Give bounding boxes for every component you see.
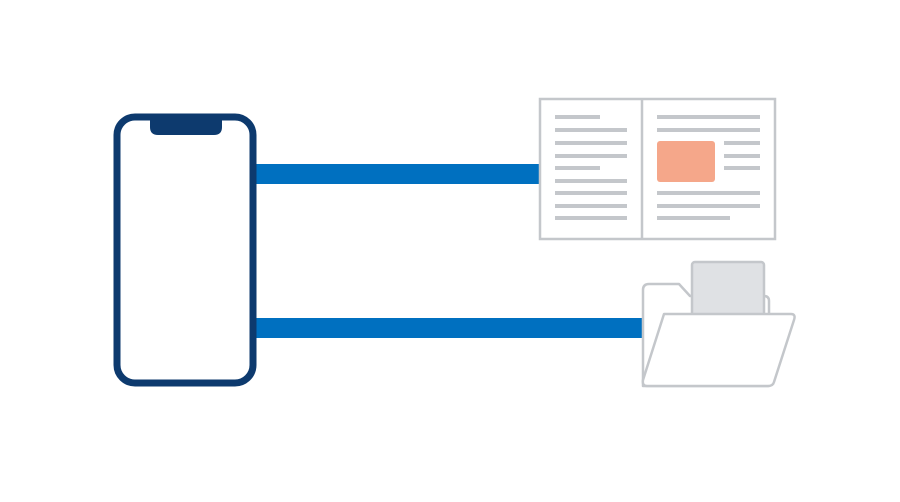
book-left-page-lines [555, 115, 627, 220]
connector-phone-to-book [254, 164, 546, 184]
book-right-page-lines [657, 115, 760, 220]
phone-notch [150, 117, 222, 135]
connectors [254, 164, 646, 338]
open-book-icon [538, 97, 777, 241]
smartphone-icon [113, 113, 257, 387]
book-highlight-block [657, 141, 715, 182]
connector-phone-to-folder [254, 318, 646, 338]
phone-body [113, 113, 257, 387]
folder-with-document-icon [641, 260, 796, 388]
folder-front [641, 312, 796, 388]
